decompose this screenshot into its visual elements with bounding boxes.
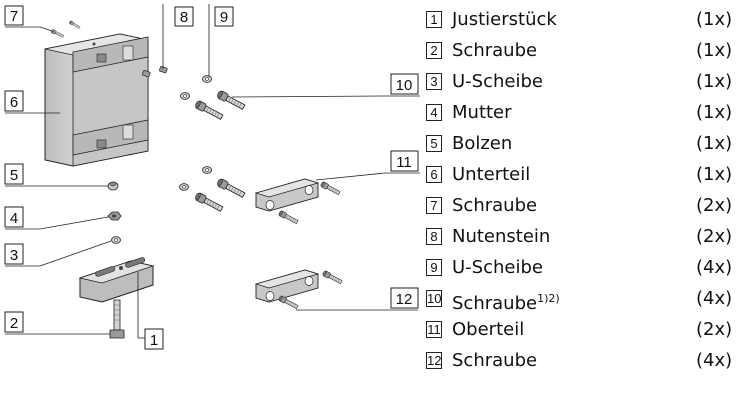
parts-list-row: 4 Mutter (1x) [426,101,738,125]
parts-list-row: 11 Oberteil (2x) [426,318,738,342]
part-quantity: (2x) [696,319,733,340]
exploded-assembly-drawing: 7 8 9 6 10 5 11 4 3 2 1 12 [4,4,420,350]
part-quantity: (1x) [696,133,733,154]
washer-bolt-set-middle [179,166,247,214]
callout-6: 6 [4,90,24,112]
part-name: U-Scheibe [452,71,543,92]
svg-text:2: 2 [10,315,18,332]
part-number: 1 [426,11,442,28]
part-name: Nutenstein [452,226,551,247]
part-name: Schraube1)2) [452,287,560,316]
part-number: 2 [426,42,442,59]
part-quantity: (1x) [696,40,733,61]
part-number: 9 [426,259,442,276]
callout-9: 9 [214,6,234,27]
callout-4: 4 [4,206,24,228]
slot-nut-part [142,66,168,78]
parts-list-row: 5 Bolzen (1x) [426,132,738,156]
washer-bolt-set-upper [180,75,247,122]
svg-text:7: 7 [10,8,18,25]
part-name: Schraube [452,195,538,216]
part-number: 5 [426,135,442,152]
callout-3: 3 [4,243,24,265]
part-quantity: (4x) [696,257,733,278]
parts-list-row: 9 U-Scheibe (4x) [426,256,738,280]
part-name: Bolzen [452,133,513,154]
footnote-marker: 1)2) [537,292,560,305]
part-number: 11 [426,321,442,338]
callout-5: 5 [4,163,24,185]
part-number: 10 [426,290,442,307]
parts-list-row: 3 U-Scheibe (1x) [426,70,738,94]
part-quantity: (1x) [696,9,733,30]
part-name-text: Schraube [452,293,538,314]
parts-list-row: 8 Nutenstein (2x) [426,225,738,249]
callout-8: 8 [174,6,194,27]
parts-list-row: 10 Schraube1)2) (4x) [426,287,738,314]
svg-text:11: 11 [396,154,412,171]
parts-list-row: 1 Justierstück (1x) [426,8,738,32]
svg-text:12: 12 [396,291,413,308]
screw-vertical-part [109,299,125,339]
nut-part [107,211,122,221]
part-quantity: (2x) [696,195,733,216]
part-name: Mutter [452,102,512,123]
part-quantity: (4x) [696,288,733,309]
callout-1: 1 [144,328,164,350]
leader-lines [5,4,420,339]
parts-list-row: 12 Schraube (4x) [426,349,738,373]
part-quantity: (2x) [696,226,733,247]
upper-part-clamp-2 [254,269,343,310]
part-number: 7 [426,197,442,214]
part-quantity: (1x) [696,71,733,92]
parts-list-row: 2 Schraube (1x) [426,39,738,63]
parts-list-row: 7 Schraube (2x) [426,194,738,218]
part-name: Oberteil [452,319,525,340]
part-number: 4 [426,104,442,121]
svg-text:4: 4 [10,210,18,227]
base-plate-part [44,33,149,167]
part-number: 3 [426,73,442,90]
callout-10: 10 [390,73,419,95]
svg-text:5: 5 [10,167,18,184]
svg-text:3: 3 [10,247,18,264]
part-quantity: (1x) [696,102,733,123]
washer-part [111,236,121,244]
upper-part-clamp-1 [254,178,341,225]
callout-11: 11 [390,150,419,172]
part-quantity: (1x) [696,164,733,185]
callout-7: 7 [4,5,24,26]
part-quantity: (4x) [696,350,733,371]
part-number: 6 [426,166,442,183]
part-name: Schraube [452,40,538,61]
part-name: Unterteil [452,164,531,185]
part-name: Schraube [452,350,538,371]
part-name: U-Scheibe [452,257,543,278]
callout-2: 2 [4,311,24,333]
pin-part [107,181,119,191]
part-name: Justierstück [452,9,557,30]
svg-text:8: 8 [180,9,188,26]
part-number: 12 [426,352,442,369]
parts-list-row: 6 Unterteil (1x) [426,163,738,187]
screw-small-part [50,20,81,39]
adjustment-block-part [78,257,155,303]
callout-12: 12 [390,287,419,309]
part-number: 8 [426,228,442,245]
svg-text:6: 6 [10,94,18,111]
svg-text:10: 10 [396,77,413,94]
svg-text:9: 9 [220,9,228,26]
svg-text:1: 1 [150,332,158,349]
